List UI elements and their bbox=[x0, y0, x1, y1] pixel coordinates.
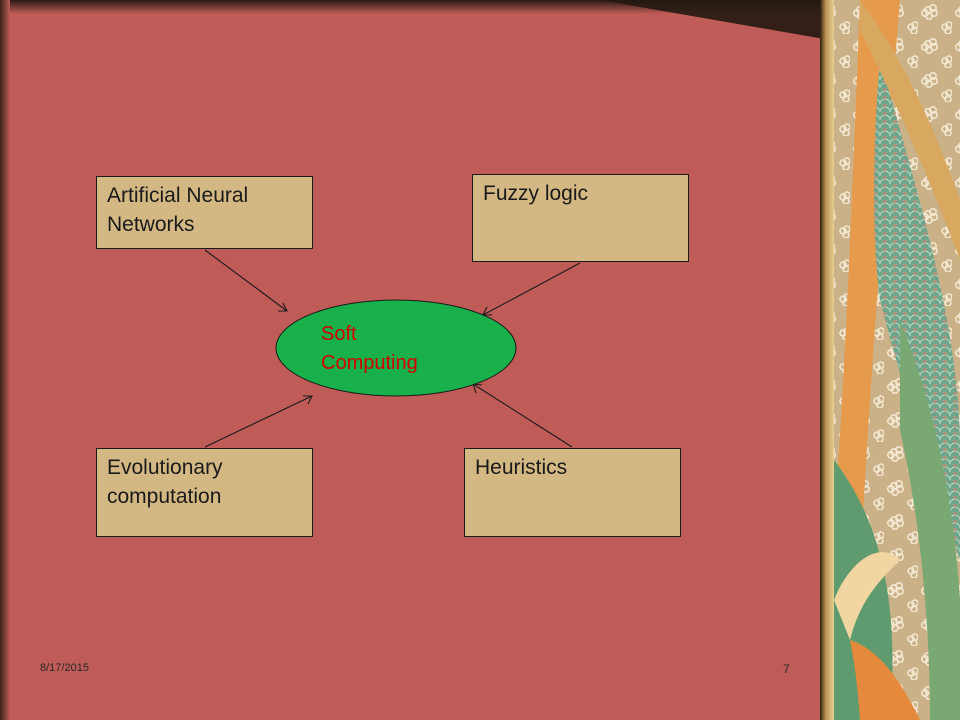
arrowhead-evo bbox=[303, 395, 313, 405]
soft-computing-ellipse bbox=[275, 299, 517, 397]
node-heuristics: Heuristics bbox=[464, 448, 681, 537]
node-artificial-neural-networks: Artificial Neural Networks bbox=[96, 176, 313, 249]
node-evolutionary-computation: Evolutionary computation bbox=[96, 448, 313, 537]
node-evo-label: Evolutionary computation bbox=[107, 456, 223, 508]
node-fuzzy-label: Fuzzy logic bbox=[483, 182, 589, 205]
soft-computing-label: Soft Computing bbox=[321, 323, 418, 374]
slide-number: 7 bbox=[783, 662, 790, 676]
arrowhead-ann bbox=[278, 302, 288, 312]
slide-date: 8/17/2015 bbox=[40, 662, 89, 674]
node-fuzzy-logic: Fuzzy logic bbox=[472, 174, 689, 262]
decorative-side-panel bbox=[820, 0, 960, 720]
arrow-ann-to-center bbox=[204, 249, 288, 312]
arrow-heur-to-center bbox=[472, 383, 573, 448]
node-ann-label: Artificial Neural Networks bbox=[107, 184, 249, 236]
arrow-evo-to-center bbox=[204, 395, 313, 448]
node-heur-label: Heuristics bbox=[475, 456, 568, 479]
arrow-fuzzy-to-center bbox=[482, 262, 581, 316]
